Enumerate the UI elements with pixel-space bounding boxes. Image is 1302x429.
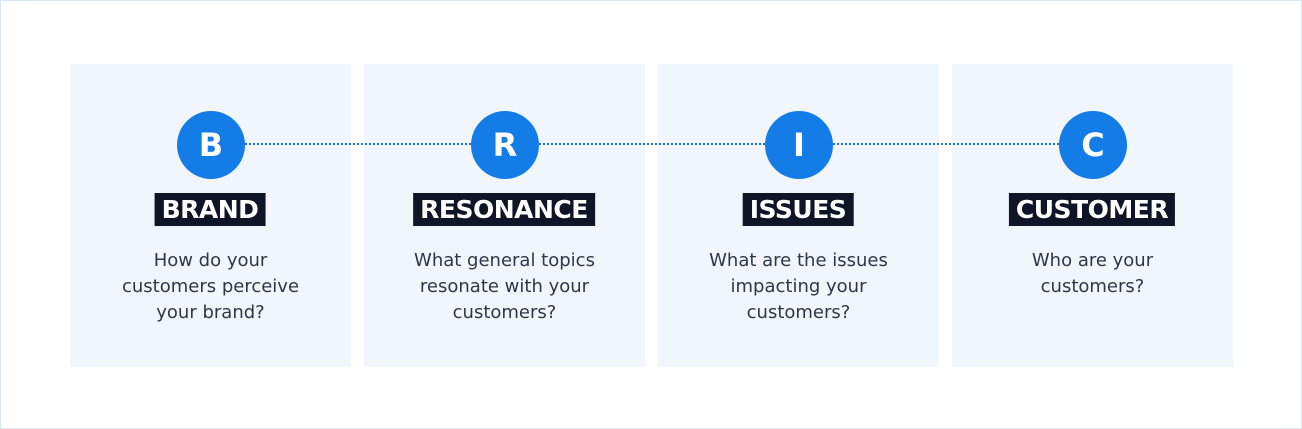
description-line: Who are your (1031, 250, 1154, 271)
description-line: impacting your (730, 276, 867, 297)
description-line: resonate with your (419, 276, 590, 297)
step-label-resonance: RESONANCE (413, 193, 595, 226)
step-description-resonance: What general topics resonate with your c… (364, 248, 645, 326)
step-label-customer: CUSTOMER (1008, 193, 1176, 226)
step-description-brand: How do your customers perceive your bran… (70, 248, 351, 326)
step-description-customer: Who are your customers? (952, 248, 1233, 300)
letter-circle-c: C (1059, 111, 1127, 179)
description-line: customers? (1040, 276, 1145, 297)
description-line: What general topics (414, 250, 595, 271)
description-line: customers? (746, 302, 851, 323)
description-line: your brand? (156, 302, 265, 323)
step-description-issues: What are the issues impacting your custo… (658, 248, 939, 326)
connector-resonance-issues (539, 143, 765, 145)
step-label-issues: ISSUES (742, 193, 854, 226)
letter-circle-b: B (177, 111, 245, 179)
connector-brand-resonance (245, 143, 471, 145)
step-label-brand: BRAND (154, 193, 266, 226)
description-line: customers perceive (121, 276, 300, 297)
description-line: What are the issues (709, 250, 888, 271)
letter-circle-i: I (765, 111, 833, 179)
letter-circle-r: R (471, 111, 539, 179)
description-line: customers? (452, 302, 557, 323)
description-line: How do your (153, 250, 268, 271)
connector-issues-customer (833, 143, 1059, 145)
